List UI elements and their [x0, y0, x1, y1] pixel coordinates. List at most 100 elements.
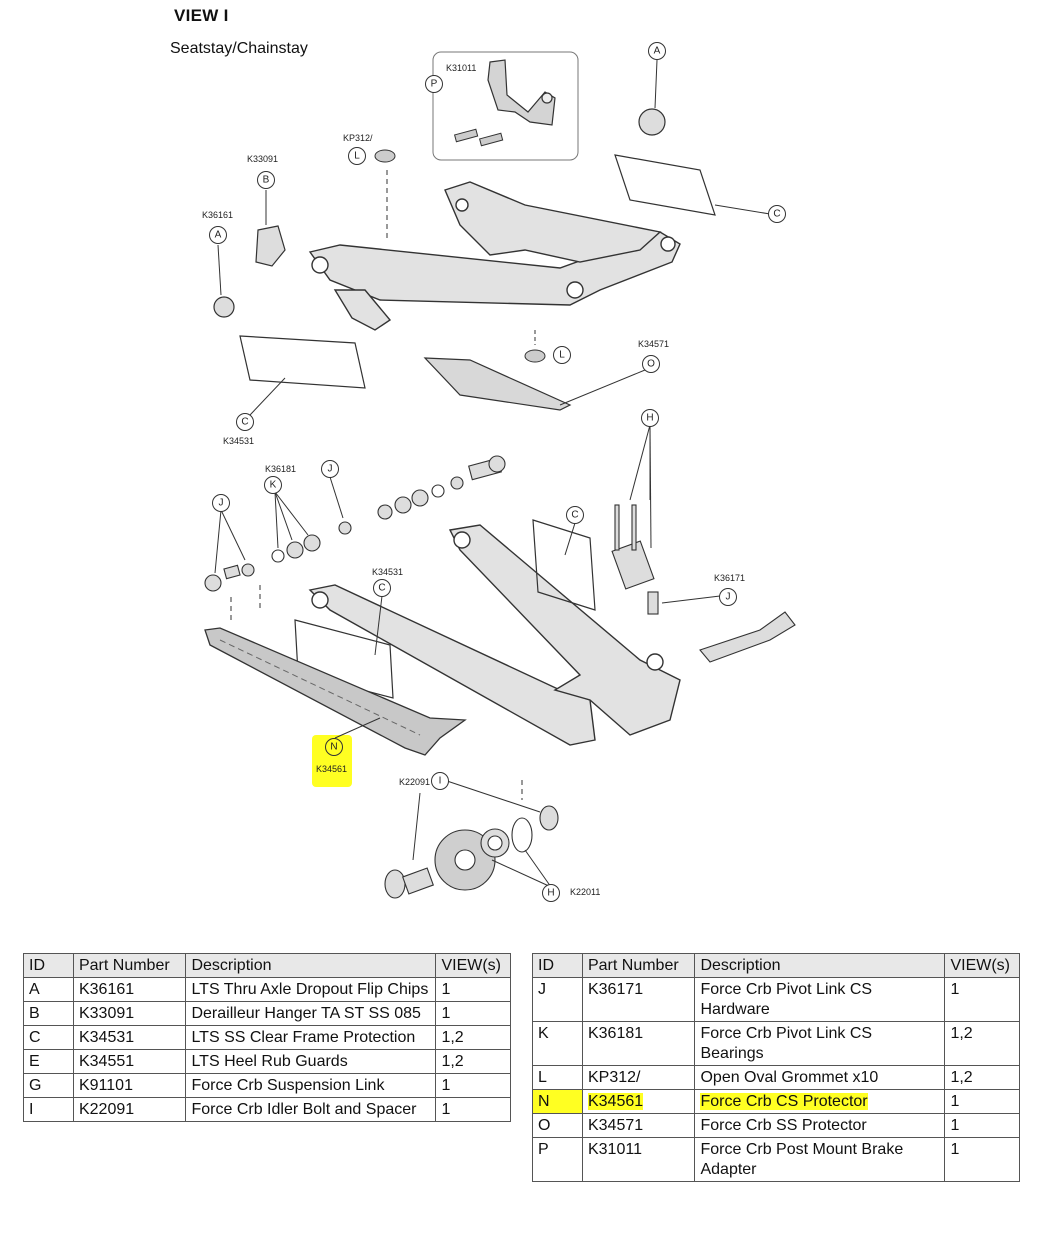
svg-text:N: N — [330, 742, 337, 753]
callout-J-right: J — [719, 588, 737, 606]
ss-protector — [423, 357, 572, 411]
cell-part: KP312/ — [581, 1065, 696, 1090]
callout-C-chainstay: C — [373, 579, 391, 597]
cell-desc: Force Crb SS Protector — [694, 1113, 946, 1138]
callout-A-left: A — [209, 226, 227, 244]
callout-J-left: J — [212, 494, 230, 512]
table-row: B K33091 Derailleur Hanger TA ST SS 085 … — [23, 1001, 511, 1026]
callout-H-top: H — [641, 409, 659, 427]
svg-text:J: J — [726, 592, 731, 603]
label-K36171: K36171 — [714, 573, 745, 583]
table-row: I K22091 Force Crb Idler Bolt and Spacer… — [23, 1097, 511, 1122]
col-header-part-number: Part Number — [72, 953, 187, 978]
cell-desc: Force Crb Pivot Link CS Bearings — [694, 1021, 946, 1066]
col-header-views: VIEW(s) — [435, 953, 511, 978]
table-row: J K36171 Force Crb Pivot Link CS Hardwar… — [532, 977, 1020, 1022]
clear-protection-top — [614, 154, 716, 216]
cs-protector — [204, 627, 467, 756]
view-subtitle: Seatstay/Chainstay — [170, 40, 308, 57]
parts-table-right: ID Part Number Description VIEW(s) J K36… — [532, 953, 1020, 1182]
highlighted-part: K34561 — [587, 1093, 644, 1110]
svg-text:B: B — [263, 175, 270, 186]
cell-part: K34551 — [72, 1049, 187, 1074]
col-header-id: ID — [23, 953, 74, 978]
clear-protection-right — [532, 519, 596, 611]
cell-desc: Force Crb Suspension Link — [185, 1073, 437, 1098]
brake-adapter-part — [487, 59, 556, 126]
table-row: K K36181 Force Crb Pivot Link CS Bearing… — [532, 1021, 1020, 1066]
svg-text:H: H — [547, 888, 554, 899]
table-row: P K31011 Force Crb Post Mount Brake Adap… — [532, 1137, 1020, 1182]
cell-views: 1 — [435, 977, 511, 1002]
cell-views: 1,2 — [435, 1025, 511, 1050]
callout-L-top: L — [348, 147, 366, 165]
clear-protection-mid — [294, 619, 394, 699]
cell-part: K31011 — [581, 1137, 696, 1182]
cell-part: K33091 — [72, 1001, 187, 1026]
label-K33091: K33091 — [247, 154, 278, 164]
cell-part: K34531 — [72, 1025, 187, 1050]
cell-id: L — [532, 1065, 583, 1090]
svg-text:A: A — [215, 230, 222, 241]
cell-id: P — [532, 1137, 583, 1182]
grommet-top — [374, 149, 396, 163]
grommet-bottom — [524, 349, 546, 363]
col-header-id: ID — [532, 953, 583, 978]
cell-part: K91101 — [72, 1073, 187, 1098]
cell-views: 1 — [944, 977, 1020, 1022]
label-K34531-top: K34531 — [223, 436, 254, 446]
callout-C-right: C — [768, 205, 786, 223]
svg-text:H: H — [646, 413, 653, 424]
label-K34571: K34571 — [638, 339, 669, 349]
label-K22011: K22011 — [570, 887, 600, 897]
svg-text:C: C — [571, 510, 578, 521]
label-K36181: K36181 — [265, 464, 296, 474]
cell-desc: Force Crb Idler Bolt and Spacer — [185, 1097, 437, 1122]
col-header-description: Description — [694, 953, 946, 978]
cell-desc: LTS SS Clear Frame Protection — [185, 1025, 437, 1050]
cell-desc: Derailleur Hanger TA ST SS 085 — [185, 1001, 437, 1026]
cell-desc: Force Crb Pivot Link CS Hardware — [694, 977, 946, 1022]
leader-lines — [214, 59, 771, 888]
svg-text:O: O — [647, 359, 655, 370]
cell-views: 1 — [435, 1001, 511, 1026]
cell-part: K36181 — [581, 1021, 696, 1066]
callout-I: I — [431, 772, 449, 790]
svg-text:C: C — [773, 209, 780, 220]
label-K22091: K22091 — [399, 777, 430, 787]
idler-assembly — [384, 805, 559, 899]
cell-views: 1,2 — [435, 1049, 511, 1074]
cell-id: E — [23, 1049, 74, 1074]
cell-views: 1 — [435, 1097, 511, 1122]
callout-J-mid: J — [321, 460, 339, 478]
cell-id: K — [532, 1021, 583, 1066]
svg-text:K: K — [270, 480, 277, 491]
table-row: L KP312/ Open Oval Grommet x10 1,2 — [532, 1065, 1020, 1090]
table-row: G K91101 Force Crb Suspension Link 1 — [23, 1073, 511, 1098]
brake-adapter-box — [432, 51, 579, 161]
callout-L-bottom: L — [553, 346, 571, 364]
highlighted-desc: Force Crb CS Protector — [700, 1093, 868, 1110]
svg-text:J: J — [328, 464, 333, 475]
callout-P: P — [425, 75, 443, 93]
cell-views: 1,2 — [944, 1021, 1020, 1066]
cell-part: K22091 — [72, 1097, 187, 1122]
callout-O: O — [642, 355, 660, 373]
label-K34531-mid: K34531 — [372, 567, 403, 577]
svg-text:L: L — [559, 350, 565, 361]
cell-id: J — [532, 977, 583, 1022]
svg-text:A: A — [654, 46, 661, 57]
table-row-highlighted: N K34561 Force Crb CS Protector 1 — [532, 1089, 1020, 1114]
svg-text:C: C — [241, 417, 248, 428]
col-header-views: VIEW(s) — [944, 953, 1020, 978]
table-row: O K34571 Force Crb SS Protector 1 — [532, 1113, 1020, 1138]
cell-id: I — [23, 1097, 74, 1122]
cell-id: C — [23, 1025, 74, 1050]
pivot-hardware — [204, 455, 506, 592]
cell-part: K34571 — [581, 1113, 696, 1138]
callout-C-mid: C — [566, 506, 584, 524]
cell-desc: Force Crb CS Protector — [694, 1089, 946, 1114]
cell-views: 1 — [944, 1113, 1020, 1138]
cell-part: K34561 — [581, 1089, 696, 1114]
table-row: C K34531 LTS SS Clear Frame Protection 1… — [23, 1025, 511, 1050]
